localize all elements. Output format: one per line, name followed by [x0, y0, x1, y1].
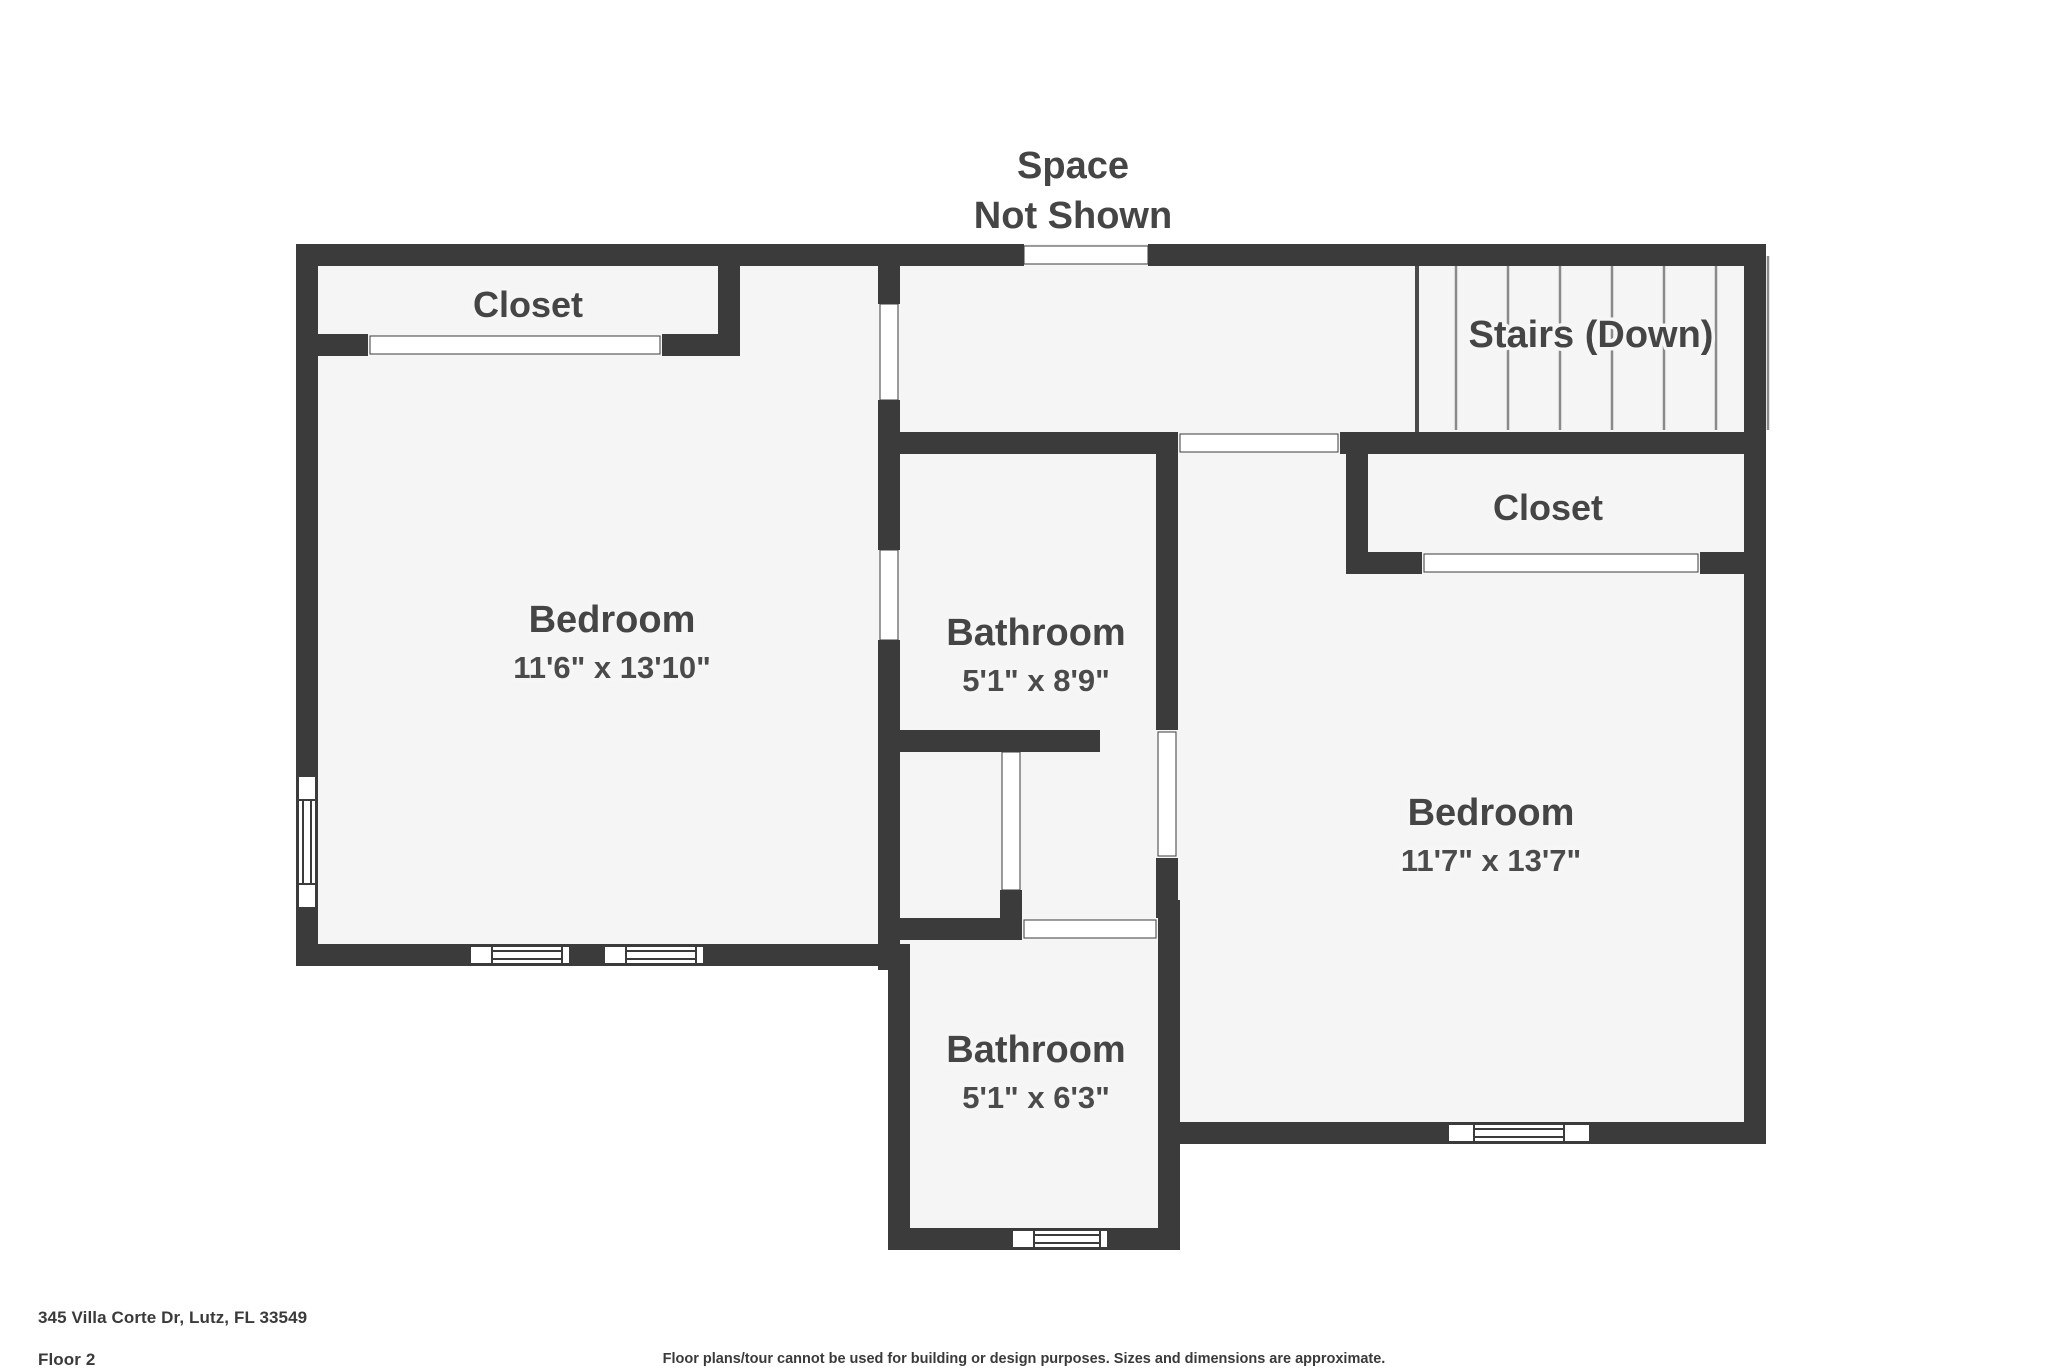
room-name-closet-right: Closet	[1493, 487, 1603, 528]
wall-closet-right-bottom-stub-a	[1346, 552, 1422, 574]
room-label-bathroom-lower: Bathroom 5'1" x 6'3"	[943, 1026, 1129, 1119]
room-label-closet-right: Closet	[1489, 484, 1606, 532]
room-label-stairs: Stairs (Down)	[1465, 311, 1717, 360]
space-not-shown-note: Space Not Shown	[974, 145, 1172, 237]
room-name-closet-left: Closet	[473, 284, 583, 325]
wall-closet-right-bottom-stub-b	[1700, 552, 1766, 574]
room-label-bathroom-upper: Bathroom 5'1" x 8'9"	[943, 609, 1129, 702]
window-bedroom-left-south-a	[469, 945, 571, 965]
disclaimer-text: Floor plans/tour cannot be used for buil…	[662, 1351, 1386, 1367]
space-not-shown-line1: Space	[1017, 145, 1129, 187]
room-dimensions-bathroom-upper: 5'1" x 8'9"	[962, 663, 1110, 698]
wall-alcove-bottom	[878, 918, 1022, 940]
room-dimensions-bathroom-lower: 5'1" x 6'3"	[962, 1080, 1110, 1115]
room-name-bedroom-right: Bedroom	[1408, 792, 1575, 834]
wall-exterior-right	[1744, 244, 1766, 1144]
opening-alcove-door	[1001, 751, 1021, 891]
opening-hall-left-upper	[879, 303, 899, 401]
wall-hall-left-stub-c	[878, 640, 900, 970]
room-name-bedroom-left: Bedroom	[529, 599, 696, 641]
window-bathroom-lower-south	[1011, 1229, 1109, 1249]
wall-exterior-top-left	[296, 244, 1024, 266]
wall-exterior-left-bath	[888, 944, 910, 1250]
wall-hall-left-stub-b	[878, 400, 900, 550]
room-name-bathroom-upper: Bathroom	[946, 612, 1125, 654]
floor-label: Floor 2	[38, 1350, 96, 1369]
space-not-shown-line2: Not Shown	[974, 195, 1172, 237]
room-floor-fills	[296, 244, 1766, 1250]
room-label-bedroom-right: Bedroom 11'7" x 13'7"	[1397, 789, 1584, 882]
property-address: 345 Villa Corte Dr, Lutz, FL 33549	[38, 1308, 308, 1327]
room-dimensions-bedroom-left: 11'6" x 13'10"	[513, 650, 711, 685]
windows	[297, 775, 1591, 1249]
window-bedroom-left-west	[297, 775, 317, 909]
wall-bedroom-left-corner	[878, 944, 900, 966]
opening-closet-left-door	[369, 335, 661, 355]
window-bedroom-left-south-b	[603, 945, 705, 965]
room-name-stairs: Stairs (Down)	[1469, 314, 1714, 356]
wall-bath-upper-right-stub-a	[1156, 432, 1178, 730]
room-labels: Closet Bedroom 11'6" x 13'10" Bathroom 5…	[469, 281, 1717, 1119]
room-label-bedroom-left: Bedroom 11'6" x 13'10"	[510, 596, 715, 689]
wall-bath-upper-top-right	[1340, 432, 1766, 454]
wall-exterior-top-right	[1148, 244, 1766, 266]
room-label-closet-left: Closet	[469, 281, 586, 329]
room-name-bathroom-lower: Bathroom	[946, 1029, 1125, 1071]
opening-bath-lower-door	[1023, 919, 1157, 939]
floor-fill-lower-bath	[900, 900, 1168, 1250]
opening-closet-right-door	[1423, 553, 1699, 573]
wall-exterior-bottom-left	[296, 944, 896, 966]
stair-treads	[1454, 256, 1770, 430]
wall-bath-lower-right	[1158, 900, 1180, 1250]
wall-bath-upper-bottom	[878, 730, 1100, 752]
opening-top-hall	[1023, 245, 1149, 265]
wall-closet-left-bottom-stub-a	[296, 334, 368, 356]
opening-bath-upper-door	[1157, 731, 1177, 857]
room-dimensions-bedroom-right: 11'7" x 13'7"	[1401, 843, 1581, 878]
wall-closet-left-bottom-stub-b	[662, 334, 740, 356]
door-openings	[369, 245, 1699, 939]
wall-bath-upper-top-left	[878, 432, 1178, 454]
wall-closet-left-side	[718, 244, 740, 354]
wall-hall-left-stub-a	[878, 244, 900, 304]
window-bedroom-right-south	[1447, 1123, 1591, 1143]
opening-bedroom-left-door	[879, 549, 899, 641]
wall-bath-upper-right-stub-b	[1156, 858, 1178, 918]
opening-hall-to-bedroom-right	[1179, 433, 1339, 453]
wall-alcove-right-stub	[1000, 890, 1022, 920]
wall-bath-lower-top-stub	[1158, 918, 1180, 940]
wall-closet-right-side	[1346, 432, 1368, 562]
